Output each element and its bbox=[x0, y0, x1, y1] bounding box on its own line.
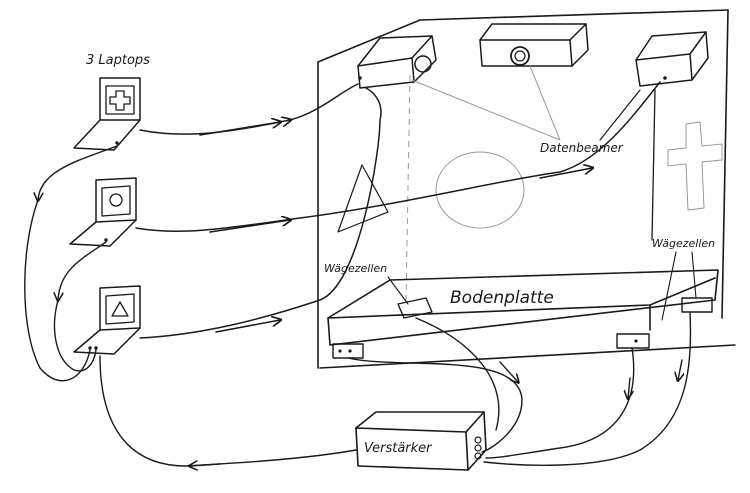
cable-cell-right-to-amp bbox=[485, 347, 635, 459]
beamer-center bbox=[479, 23, 589, 67]
beamer-left bbox=[357, 35, 437, 89]
beamer-label: Datenbeamer bbox=[540, 141, 624, 155]
amplifier-label: Verstärker bbox=[364, 441, 433, 456]
load-cell-front-right bbox=[616, 333, 650, 349]
cable-bottom-laptop-to-beamer bbox=[139, 87, 382, 339]
cross-icon bbox=[109, 90, 131, 111]
projected-circle bbox=[435, 151, 525, 229]
load-cells-left-label: Wägezellen bbox=[324, 262, 387, 275]
laptop-middle bbox=[69, 177, 137, 247]
floor-plate-label: Bodenplatte bbox=[450, 288, 554, 308]
beamer-label-group: Datenbeamer bbox=[411, 65, 641, 155]
projection-room bbox=[317, 9, 736, 369]
laptop-bottom bbox=[73, 285, 141, 355]
cable-laptop-chain-2 bbox=[58, 241, 107, 300]
laptops-label: 3 Laptops bbox=[86, 53, 150, 68]
cable-amp-to-laptop bbox=[99, 355, 357, 467]
floor-plate: Bodenplatte bbox=[327, 269, 719, 346]
cable-middle-laptop-to-beamer bbox=[135, 81, 661, 232]
circle-icon bbox=[109, 193, 123, 207]
load-cell-back-right bbox=[681, 297, 713, 313]
triangle-icon bbox=[111, 301, 129, 317]
load-cells: Wägezellen Wägezellen bbox=[324, 237, 715, 359]
cables bbox=[24, 81, 692, 467]
cable-laptop-chain-1 bbox=[38, 145, 118, 200]
load-cell-back-left bbox=[397, 297, 433, 319]
cable-cell-mid-to-amp bbox=[415, 317, 500, 431]
cable-cell-back-to-amp bbox=[483, 311, 692, 466]
cable-cell-left-to-amp bbox=[347, 357, 523, 453]
amplifier: Verstärker bbox=[355, 411, 487, 471]
beamer-right bbox=[635, 31, 709, 87]
laptops-label-group: 3 Laptops bbox=[86, 53, 150, 68]
laptop-top bbox=[73, 77, 141, 151]
projected-cross bbox=[667, 121, 723, 211]
load-cell-front-left bbox=[332, 343, 364, 359]
load-cells-right-label: Wägezellen bbox=[652, 237, 715, 250]
